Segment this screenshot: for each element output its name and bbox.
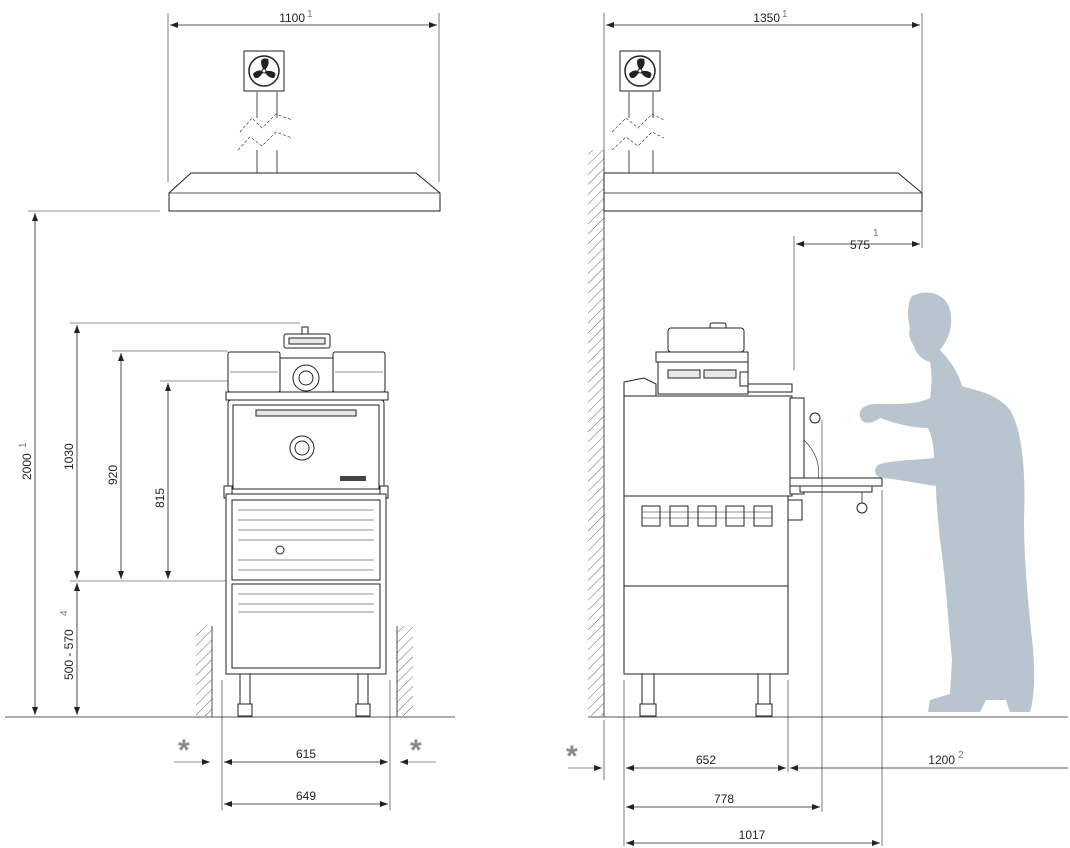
front-exhaust-duct bbox=[237, 92, 293, 173]
side-hood-offset-label: 575 bbox=[850, 238, 870, 252]
side-hood-offset-note: 1 bbox=[873, 228, 879, 239]
front-width-dimensions: 615 649 * * bbox=[174, 680, 436, 810]
front-stand-height-note: 4 bbox=[59, 610, 70, 616]
front-hood-width-note: 1 bbox=[307, 9, 313, 20]
front-appliance bbox=[223, 326, 389, 717]
side-clearance-label: 1200 bbox=[928, 753, 955, 767]
side-extraction-hood bbox=[603, 172, 923, 212]
front-width-inner-label: 615 bbox=[296, 747, 316, 761]
front-height-dimensions: 1030 920 815 500 - 570 4 bbox=[59, 322, 300, 715]
side-depth-total-label: 1017 bbox=[739, 828, 766, 842]
side-fan-icon bbox=[619, 50, 661, 92]
front-hood-width-label: 1100 bbox=[279, 11, 305, 25]
front-wall-left bbox=[196, 626, 213, 717]
front-ceiling-height-note: 1 bbox=[18, 442, 29, 448]
side-hood-depth-note: 1 bbox=[782, 9, 788, 20]
front-clearance-marker-right: * bbox=[410, 734, 422, 767]
front-stand-height-label: 500 - 570 bbox=[62, 629, 76, 680]
side-depth-door-label: 778 bbox=[714, 792, 734, 806]
side-hood-depth-label: 1350 bbox=[753, 11, 780, 25]
front-ceiling-height-label: 2000 bbox=[20, 453, 34, 480]
operator-silhouette bbox=[859, 292, 1035, 712]
side-view: 1350 1 575 1 bbox=[566, 9, 1068, 846]
side-hood-depth-dimension: 1350 1 bbox=[603, 9, 923, 248]
side-clearance-marker: * bbox=[566, 740, 578, 773]
front-width-outer-label: 649 bbox=[296, 789, 316, 803]
side-depth-body-label: 652 bbox=[696, 753, 716, 767]
front-hood-width-dimension: 1100 1 bbox=[167, 9, 440, 182]
front-ceiling-height-dimension: 2000 1 bbox=[18, 210, 160, 715]
front-height-low-label: 815 bbox=[153, 488, 167, 508]
front-fan-icon bbox=[243, 50, 285, 92]
side-wall bbox=[588, 150, 605, 717]
side-clearance-note: 2 bbox=[958, 750, 964, 761]
side-hood-offset-dimension: 575 1 bbox=[793, 228, 920, 370]
front-height-mid-label: 920 bbox=[106, 465, 120, 485]
front-height-total-label: 1030 bbox=[62, 443, 76, 470]
front-wall-right bbox=[396, 626, 413, 717]
side-exhaust-duct bbox=[611, 92, 665, 173]
side-appliance bbox=[623, 322, 883, 717]
front-view: 1100 1 2000 1 bbox=[5, 9, 455, 810]
front-extraction-hood bbox=[168, 172, 441, 212]
front-clearance-marker-left: * bbox=[178, 734, 190, 767]
side-depth-dimensions: 652 1200 2 778 1017 * bbox=[566, 420, 1068, 846]
